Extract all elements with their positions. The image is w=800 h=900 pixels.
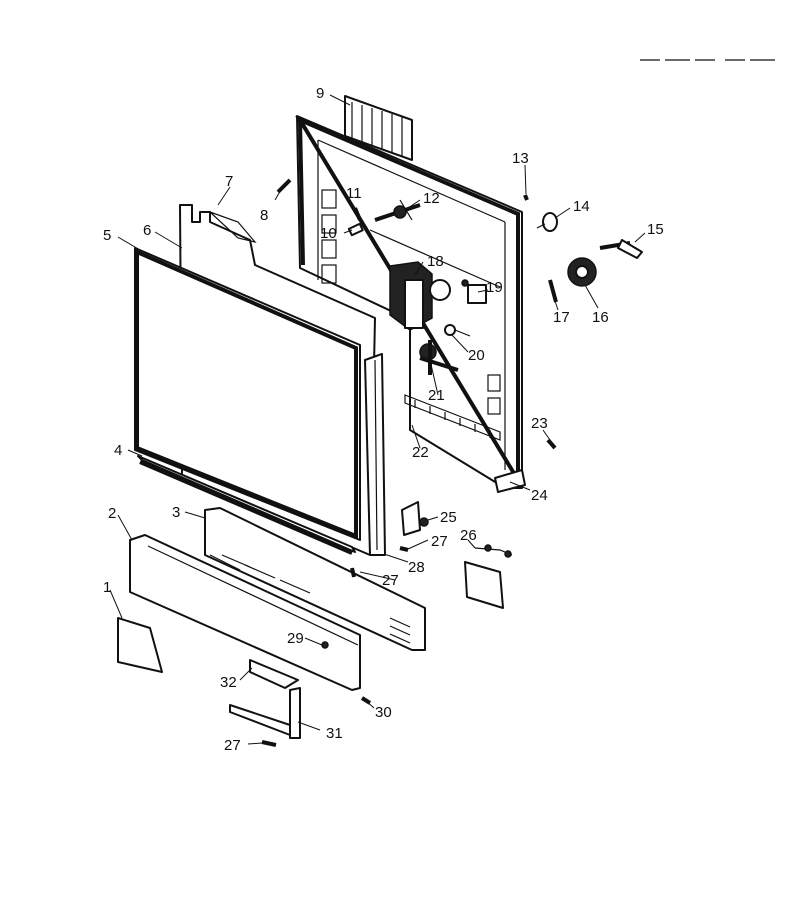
callout-7: 7	[225, 173, 233, 190]
callout-25: 25	[440, 509, 457, 526]
callout-19: 19	[486, 279, 503, 296]
callout-30: 30	[375, 704, 392, 721]
part-2-lower-panel	[129, 534, 361, 691]
part-12-latch	[374, 199, 421, 222]
part-26-clip-plate	[464, 544, 513, 609]
part-13-screw	[523, 194, 529, 201]
callout-26: 26	[460, 527, 477, 544]
part-4-trim-strip	[137, 455, 356, 553]
callout-20: 20	[468, 347, 485, 364]
callout-8: 8	[260, 207, 268, 224]
callout-5: 5	[103, 227, 111, 244]
callout-14: 14	[573, 198, 590, 215]
callout-13: 13	[512, 150, 529, 167]
callout-23: 23	[531, 415, 548, 432]
callout-28: 28	[408, 559, 425, 576]
callout-9: 9	[316, 85, 324, 102]
part-19-rinse-aid	[429, 279, 487, 304]
callout-17: 17	[553, 309, 570, 326]
part-20-lever	[444, 324, 471, 337]
part-28-side-channel	[364, 353, 421, 556]
part-15-handle	[599, 239, 643, 259]
callout-18: 18	[427, 253, 444, 270]
callout-11: 11	[346, 185, 362, 202]
part-32-bracket	[249, 659, 299, 689]
part-21-assembly	[419, 340, 459, 375]
callout-6: 6	[143, 222, 151, 239]
callout-27b: 27	[382, 572, 399, 589]
part-8-screw	[276, 178, 292, 194]
part-17-screw	[548, 279, 558, 303]
part-18-dispenser	[389, 261, 433, 331]
part-3-back-panel	[204, 507, 426, 651]
callout-21: 21	[428, 387, 445, 404]
part-10-pin	[347, 222, 364, 237]
callout-22: 22	[412, 444, 429, 461]
callout-16: 16	[592, 309, 609, 326]
callout-31: 31	[326, 725, 343, 742]
callout-12: 12	[423, 190, 440, 207]
part-9-top-vent	[344, 95, 413, 161]
part-29-screw	[321, 641, 329, 649]
part-27-screw-a	[399, 546, 409, 552]
callout-10: 10	[320, 225, 337, 242]
callout-3: 3	[172, 504, 180, 521]
part-24-bracket	[494, 469, 526, 493]
callout-2: 2	[108, 505, 116, 522]
callout-1: 1	[103, 579, 111, 596]
callout-27a: 27	[431, 533, 448, 550]
callout-32: 32	[220, 674, 237, 691]
callout-24: 24	[531, 487, 548, 504]
part-14-knob-base	[536, 212, 558, 232]
callout-27c: 27	[224, 737, 241, 754]
part-31-bracket	[229, 687, 301, 739]
part-5-outer-panel	[134, 247, 361, 541]
part-16-gear	[567, 257, 597, 287]
callout-15: 15	[647, 221, 664, 238]
part-27-screw-c	[261, 740, 277, 747]
callout-4: 4	[114, 442, 122, 459]
callout-labels: 1 2 3 4 5 6 7 8 9 10 11 12 13 14 15 16 1…	[103, 85, 664, 754]
callout-29: 29	[287, 630, 304, 647]
part-1-plate	[117, 617, 163, 673]
part-25-screw	[419, 517, 429, 527]
leader-lines	[109, 94, 646, 745]
part-27-screw-b	[350, 567, 356, 578]
part-23-screw	[546, 438, 557, 450]
